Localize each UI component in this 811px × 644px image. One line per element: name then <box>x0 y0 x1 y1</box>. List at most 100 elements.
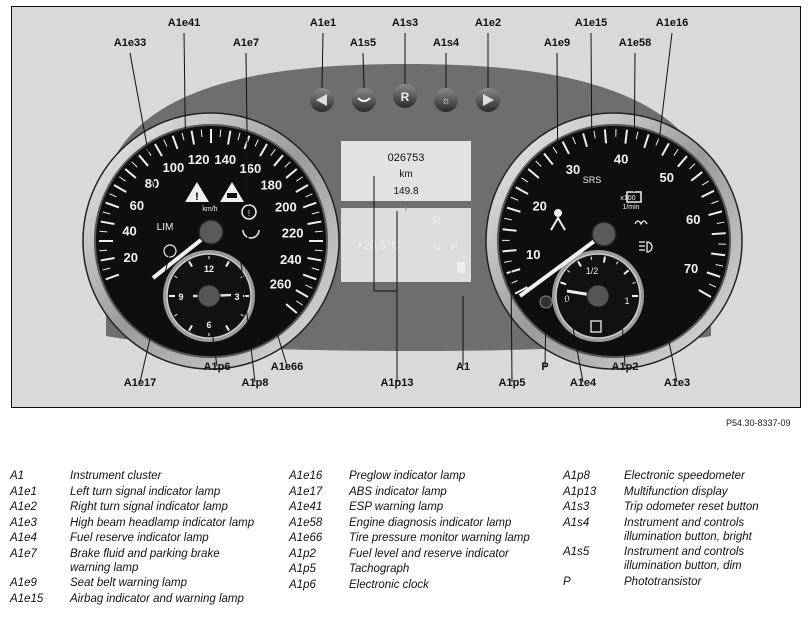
tachometer-tick <box>603 129 608 144</box>
legend-description: Multifunction display <box>624 485 728 498</box>
tachometer-tick <box>690 171 703 182</box>
speedometer-tick <box>295 184 309 193</box>
legend-code: A1e15 <box>10 592 44 605</box>
speedometer-label: 200 <box>275 200 297 215</box>
legend-description: Fuel reserve indicator lamp <box>70 532 209 544</box>
legend-code: A1e16 <box>289 470 323 482</box>
speedometer-unit: km/h <box>202 206 217 213</box>
speedometer-label: 220 <box>282 225 304 240</box>
tachometer-label: 40 <box>614 151 628 166</box>
legend-item: A1e17 ABS indicator lamp <box>289 485 534 499</box>
speedometer-tick <box>307 257 322 262</box>
callout-a1e16: A1e16 <box>655 17 689 29</box>
legend-code: A1e17 <box>289 485 323 498</box>
speedometer-tick <box>118 176 126 182</box>
clock-tick <box>174 313 178 317</box>
callout-a1s4: A1s4 <box>432 37 460 49</box>
speedometer-tick <box>100 257 115 262</box>
clock-label: 9 <box>178 292 183 302</box>
fuel-tick <box>590 256 593 260</box>
clock-tick <box>188 324 193 332</box>
fuel-tick <box>602 256 606 263</box>
speedometer-tick <box>314 249 323 252</box>
speedometer-tick <box>259 143 268 157</box>
srs-label: SRS <box>583 175 602 185</box>
legend-code: A1e41 <box>289 501 323 513</box>
legend-description: Right turn signal indicator lamp <box>70 501 228 513</box>
tachometer-tick <box>677 155 688 168</box>
tachometer-tick <box>527 168 540 179</box>
callout-a1: A1 <box>455 361 471 373</box>
tachometer-tick <box>711 252 726 257</box>
legend-description: Fuel level and reserve indicator <box>349 547 509 560</box>
tachometer-tick <box>506 268 521 275</box>
limiter-label: LIM <box>157 222 174 233</box>
callout-a1e1: A1e1 <box>309 17 337 29</box>
fuel-label-half: 1/2 <box>586 266 599 276</box>
speedometer-tick <box>105 273 120 281</box>
legend-item: A1e41 ESP warning lamp <box>289 500 534 514</box>
tachometer-tick <box>711 200 719 205</box>
speedometer-tick <box>190 130 195 145</box>
svg-text:!: ! <box>195 191 199 203</box>
legend-description: ABS indicator lamp <box>349 485 447 498</box>
tachometer-tick <box>673 148 679 156</box>
svg-text:☼: ☼ <box>441 95 451 107</box>
legend-code: A1p5 <box>289 563 316 575</box>
tachometer-label: 50 <box>659 170 673 185</box>
speedometer-tick <box>113 184 127 193</box>
tachometer-unit-top: x100 <box>620 195 635 202</box>
callout-a1e9: A1e9 <box>543 37 571 49</box>
odometer-value: 026753 <box>388 152 425 164</box>
callout-a1p13: A1p13 <box>380 377 414 389</box>
clock-tick <box>225 260 230 268</box>
callout-a1p8: A1p8 <box>241 377 269 389</box>
legend-description: Left turn signal indicator lamp <box>70 485 221 498</box>
speedometer-tick <box>227 130 232 145</box>
clock-tick <box>225 324 230 332</box>
tachometer-tick <box>661 142 670 157</box>
clock-tick <box>240 313 244 317</box>
callout-a1p2: A1p2 <box>611 361 639 373</box>
tachometer-tick <box>593 130 596 139</box>
outside-temperature: +20.5°C <box>356 238 400 252</box>
callout-p: P <box>541 361 549 373</box>
leader-lines <box>129 32 678 383</box>
speedometer-label: 20 <box>124 250 138 265</box>
speedometer-tick <box>181 132 185 141</box>
tachometer-tick <box>711 232 726 236</box>
speedometer-tick <box>163 139 168 147</box>
tachometer-tick <box>655 138 660 146</box>
tachometer-label: 30 <box>566 162 580 177</box>
callout-a1e66: A1e66 <box>270 361 304 373</box>
legend-code: A1s5 <box>563 546 590 558</box>
legend-description: ESP warning lamp <box>349 501 444 513</box>
legend-code: A1p13 <box>563 485 597 498</box>
legend-code: A1s4 <box>563 516 590 529</box>
trip-reset-button-symbol: R <box>401 90 410 104</box>
fuel-label-full: 1 <box>624 296 629 306</box>
tachometer-tick <box>701 189 715 198</box>
tachometer-label: 60 <box>686 212 700 227</box>
tachometer-tick <box>506 206 521 213</box>
callout-a1e41: A1e41 <box>167 17 201 29</box>
callout-a1e15: A1e15 <box>574 17 608 29</box>
tachometer-label: 20 <box>532 198 546 213</box>
tachometer-tick <box>535 160 542 167</box>
callout-a1e3: A1e3 <box>663 377 691 389</box>
gear-r: R <box>433 215 441 227</box>
odometer-unit: km <box>399 169 412 180</box>
tachometer-tick <box>708 210 723 217</box>
speedometer-tick <box>295 289 309 298</box>
clock-tick <box>174 275 178 279</box>
speedometer-tick <box>296 300 304 306</box>
legend-description: High beam headlamp indicator lamp <box>70 516 255 529</box>
speedometer-label: 80 <box>145 176 159 191</box>
tachometer-tick <box>698 289 712 298</box>
